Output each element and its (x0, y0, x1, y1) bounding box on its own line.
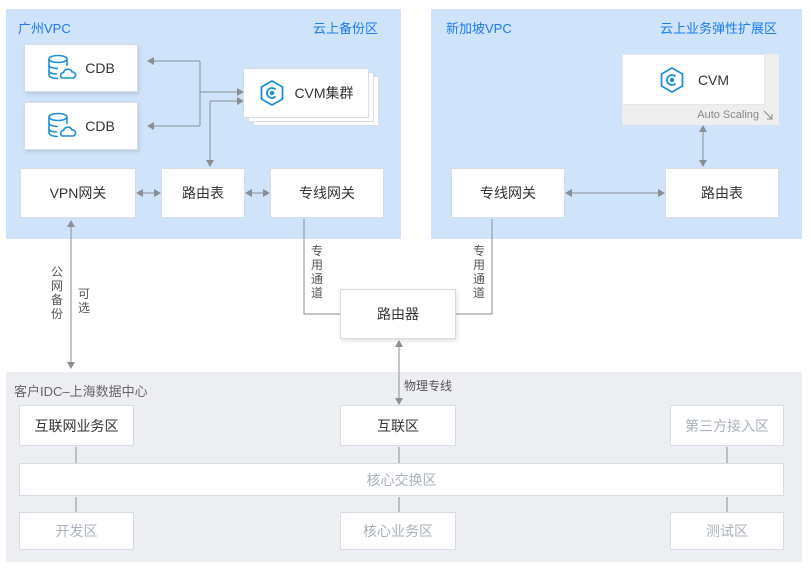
core-switch-zone-box[interactable]: 核心交换区 (19, 463, 784, 496)
cdb-box-2[interactable]: CDB (24, 102, 138, 150)
public-backup-label: 公网备份 (50, 265, 63, 321)
cdb-box-1[interactable]: CDB (24, 44, 138, 92)
sg-route-table-box[interactable]: 路由表 (665, 168, 779, 218)
singapore-vpc-title: 新加坡VPC (446, 21, 512, 36)
dedicated-channel-right-label: 专用通道 (472, 244, 485, 300)
physical-line-label: 物理专线 (404, 379, 453, 393)
cvm-cluster-label: CVM集群 (294, 85, 354, 101)
idc-title: 客户IDC–上海数据中心 (14, 384, 148, 399)
gz-route-table-box[interactable]: 路由表 (161, 168, 245, 218)
cvm-icon (658, 66, 686, 94)
cvm-cluster-box[interactable]: CVM集群 (243, 68, 369, 118)
test-zone-box[interactable]: 测试区 (670, 512, 784, 550)
resize-corner-icon (763, 110, 773, 120)
optional-label: 可选 (77, 287, 90, 315)
cvm-icon (258, 79, 286, 107)
guangzhou-zone-label: 云上备份区 (313, 21, 379, 36)
core-biz-zone-box[interactable]: 核心业务区 (340, 512, 456, 550)
singapore-zone-label: 云上业务弹性扩展区 (660, 21, 778, 36)
sg-dc-gateway-box[interactable]: 专线网关 (451, 168, 565, 218)
autoscaling-label: Auto Scaling (697, 108, 759, 121)
dev-zone-box[interactable]: 开发区 (19, 512, 134, 550)
router-box[interactable]: 路由器 (340, 289, 456, 339)
database-cloud-icon (47, 54, 77, 82)
third-party-zone-box[interactable]: 第三方接入区 (670, 405, 784, 446)
database-cloud-icon (47, 112, 77, 140)
sg-cvm-box[interactable]: CVM (622, 54, 765, 105)
autoscaling-side (765, 54, 779, 105)
guangzhou-vpc-title: 广州VPC (18, 21, 71, 36)
interconnect-zone-box[interactable]: 互联区 (340, 405, 456, 446)
cdb-label-2: CDB (85, 118, 115, 134)
autoscaling-bar: Auto Scaling (622, 104, 779, 125)
internet-zone-box[interactable]: 互联网业务区 (19, 405, 134, 446)
dedicated-channel-left-label: 专用通道 (310, 244, 323, 300)
cdb-label-1: CDB (85, 60, 115, 76)
vpn-gateway-box[interactable]: VPN网关 (20, 168, 136, 218)
sg-cvm-label: CVM (697, 71, 730, 88)
gz-dc-gateway-box[interactable]: 专线网关 (270, 168, 384, 218)
